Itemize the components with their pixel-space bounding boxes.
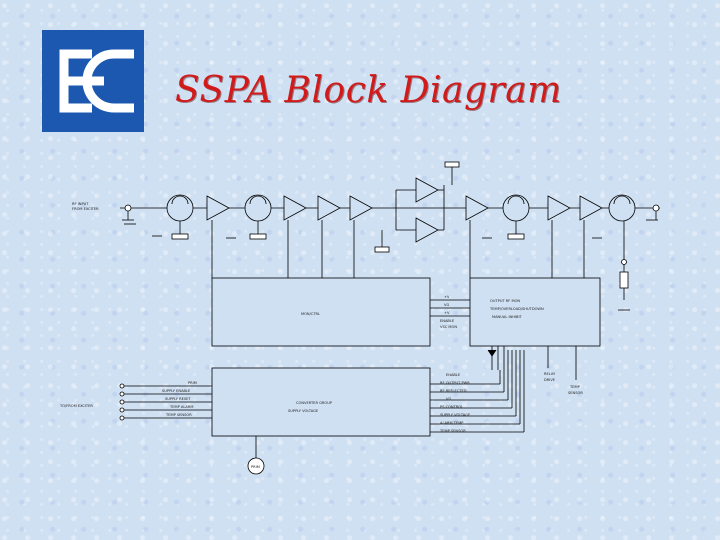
- splitter-load: [374, 246, 390, 253]
- ctrl-line-1: OUTPUT RF MON: [490, 299, 520, 303]
- sensor-label-1: TEMP: [569, 385, 581, 389]
- ec-logo: [42, 30, 144, 132]
- ps-center-2: SUPPLY VOLTAGE: [288, 409, 319, 413]
- ps-in-4: TEMP ALARM: [169, 405, 193, 409]
- detector-resistor: [619, 271, 629, 289]
- relay-label-2: DRIVE: [544, 378, 556, 382]
- combiner-load: [444, 161, 460, 168]
- amplifier-7: [579, 195, 603, 221]
- pin-5: VSC MON: [440, 325, 457, 329]
- ps-from-label: TO/FROM EXCITER: [59, 404, 93, 408]
- ctrl-line-3: MANUAL INHIBIT: [492, 315, 523, 319]
- circulator-output: [608, 194, 636, 222]
- amplifier-6: [547, 195, 571, 221]
- ps-out-7: ALARM TEMP: [440, 421, 464, 425]
- amplifier-3: [317, 195, 341, 221]
- ps-out-3: RF REFLECTED: [440, 389, 467, 393]
- monitor-control-box: [469, 277, 601, 347]
- amplifier-1: [206, 195, 230, 221]
- rf-input-connector: [124, 204, 132, 212]
- ps-out-2: RF OUTPUT PWR: [440, 381, 470, 385]
- prim-input-connector: [247, 457, 265, 475]
- relay-label-1: RELAY: [544, 372, 556, 376]
- amplifier-4: [349, 195, 373, 221]
- ps-out-1: ENABLE: [446, 373, 461, 377]
- pin-2: VG: [444, 303, 449, 307]
- pin-3: +V: [444, 311, 450, 315]
- circulator-1: [166, 194, 194, 240]
- bias-box-label: MON/CTRL: [301, 312, 320, 316]
- power-supply-box: [211, 367, 431, 437]
- page-title: SSPA Block Diagram: [175, 70, 562, 111]
- ps-in-3: SUPPLY RESET: [165, 397, 191, 401]
- amplifier-5: [465, 195, 489, 221]
- parallel-amp-top: [415, 177, 439, 203]
- parallel-amp-bottom: [415, 217, 439, 243]
- rf-output-connector: [652, 204, 660, 212]
- ps-in-5: TEMP SENSOR: [165, 413, 192, 417]
- sensor-label-2: SENSOR: [568, 391, 583, 395]
- ps-in-1: PRIM: [188, 381, 197, 385]
- pin-4: ENABLE: [440, 319, 455, 323]
- ps-out-6: SUPPLY VOLTAGE: [440, 413, 471, 417]
- prim-input-label: PRIM: [251, 465, 260, 469]
- ps-in-2: SUPPLY ENABLE: [162, 389, 191, 393]
- ps-out-8: TEMP SENSOR: [439, 429, 466, 433]
- amplifier-2: [283, 195, 307, 221]
- ps-center-1: CONVERTER GROUP: [296, 401, 333, 405]
- bias-control-box: [211, 277, 431, 347]
- ctrl-line-2: TEMP/OVERLOAD/SHUTDOWN: [489, 307, 544, 311]
- circulator-2: [244, 194, 272, 240]
- pin-1: +V: [444, 295, 450, 299]
- ps-out-5: PS CONTROL: [440, 405, 463, 409]
- ps-out-4: VG: [446, 397, 451, 401]
- ec-logo-icon: [59, 49, 134, 113]
- circulator-3: [502, 194, 530, 240]
